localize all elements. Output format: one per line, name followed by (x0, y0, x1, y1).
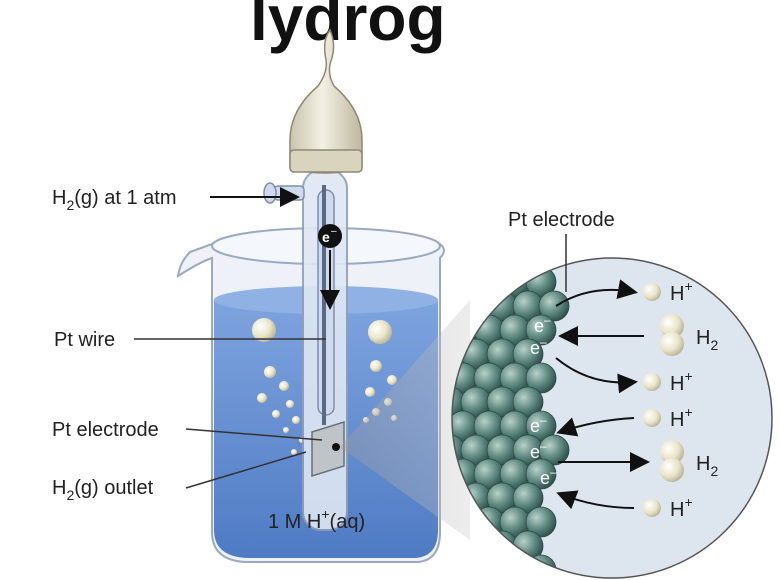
gas-inlet (263, 182, 305, 204)
surface-atom (525, 314, 557, 346)
hydrogen-bubbles (252, 318, 397, 455)
svg-text:H2: H2 (696, 453, 718, 479)
surface-atom (512, 386, 544, 418)
svg-text:H2(g) at 1 atm: H2(g) at 1 atm (52, 187, 177, 213)
arrow-h-plus-4-in (556, 490, 635, 510)
surface-atom (525, 506, 557, 538)
electron-label-2: e– (530, 335, 547, 358)
surface-atom (499, 554, 531, 578)
svg-text:H+: H+ (670, 278, 693, 305)
zoom-view (451, 257, 773, 579)
surface-atom (452, 554, 479, 578)
arrow-h-plus-1-out (555, 279, 638, 307)
surface-atom (460, 258, 492, 274)
label-pt-electrode: Pt electrode (52, 419, 323, 441)
surface-atom (473, 554, 505, 578)
svg-text:H2(g) outlet: H2(g) outlet (52, 477, 154, 503)
svg-text:H+: H+ (670, 368, 693, 395)
h-plus-ion-4: H+ (643, 494, 693, 521)
h-plus-ion-2: H+ (643, 368, 693, 395)
electrode-tube (302, 169, 348, 531)
surface-atom (486, 258, 518, 274)
h-plus-ion-3: H+ (643, 404, 693, 431)
svg-text:Pt wire: Pt wire (54, 329, 115, 351)
electrode-surface-atoms (452, 258, 570, 578)
surface-atom (538, 434, 570, 466)
surface-atom (525, 362, 557, 394)
h2-molecule-2: H2 (660, 440, 718, 482)
surface-atom (512, 482, 544, 514)
electron-label-5: e– (540, 465, 557, 488)
surface-atom (525, 410, 557, 442)
surface-atom (473, 266, 505, 298)
electron-marker: e – (318, 224, 342, 310)
pt-electrode-zoom-label: Pt electrode (508, 209, 615, 231)
surface-atom (512, 258, 544, 274)
rubber-bulb (289, 28, 363, 174)
arrow-h-plus-2-out (555, 357, 638, 394)
svg-text:–: – (331, 226, 337, 237)
zoom-reactions: H+ H2 H+ H+ H2 H+ e– e– e– e– (530, 278, 718, 521)
h2-molecule-1: H2 (660, 314, 718, 356)
svg-text:e: e (322, 229, 330, 245)
surface-atom (486, 530, 518, 562)
surface-atom (525, 458, 557, 490)
label-h2-outlet: H2(g) outlet (52, 451, 307, 503)
surface-atom (525, 554, 557, 578)
electron-label-3: e– (530, 413, 547, 436)
electron-label-1: e– (534, 313, 551, 336)
solution-label: 1 M H+(aq) (268, 506, 365, 533)
label-h2-gas: H2(g) at 1 atm (52, 187, 300, 213)
surface-atom (538, 290, 570, 322)
label-pt-wire: Pt wire (54, 329, 326, 351)
pt-electrode-plate (311, 420, 345, 478)
h-plus-ion-1: H+ (643, 278, 693, 305)
title-fragment: lydrog (250, 0, 446, 54)
arrow-h-plus-3-in (556, 417, 635, 437)
electron-label-4: e– (530, 439, 547, 462)
zoom-cone (340, 300, 470, 540)
svg-text:H+: H+ (670, 404, 693, 431)
svg-text:H2: H2 (696, 327, 718, 353)
svg-text:H+: H+ (670, 494, 693, 521)
surface-atom (452, 266, 479, 298)
surface-atom (512, 338, 544, 370)
svg-text:Pt electrode: Pt electrode (52, 419, 159, 441)
